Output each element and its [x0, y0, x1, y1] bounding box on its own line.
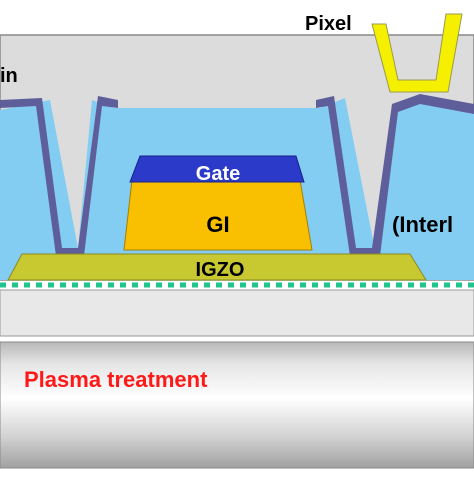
drain-label: in — [0, 65, 18, 87]
source-metal-contact — [0, 96, 118, 256]
gate-electrode — [129, 155, 305, 183]
plasma-treatment-label: Plasma treatment — [24, 367, 208, 392]
gi-label: GI — [206, 212, 229, 237]
drain-metal-contact — [316, 94, 474, 256]
gate-label: Gate — [196, 163, 240, 185]
pixel-label: Pixel — [305, 13, 352, 35]
plasma-treatment-band — [0, 341, 474, 469]
igzo-label: IGZO — [196, 259, 245, 281]
interlayer-label: (Interl — [392, 212, 453, 237]
glass-substrate — [0, 289, 474, 337]
pixel-electrode — [371, 13, 463, 93]
igzo-active-layer — [7, 253, 427, 281]
